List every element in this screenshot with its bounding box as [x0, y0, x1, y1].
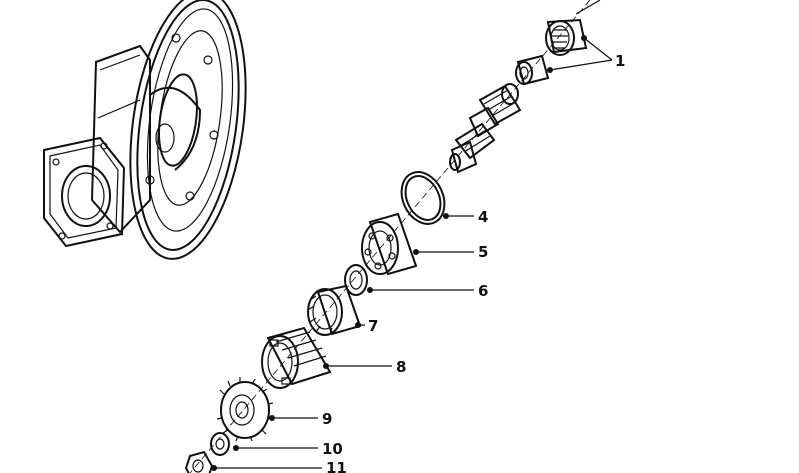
part-11-nut — [184, 450, 214, 473]
callout-label-11: 11 — [326, 459, 347, 473]
part-9-spur-gear — [216, 377, 274, 442]
callout-label-10: 10 — [322, 440, 343, 458]
callout-label-8: 8 — [396, 358, 406, 376]
part-6-spacer-washer — [344, 264, 368, 296]
part-8-threaded-ring — [261, 326, 332, 389]
callout-label-9: 9 — [322, 410, 332, 428]
part-1-bushing — [515, 54, 550, 86]
part-5-ball-bearing — [361, 212, 418, 276]
leader-lines — [211, 35, 613, 471]
callout-label-6: 6 — [478, 282, 488, 300]
callout-label-1: 1 — [615, 52, 625, 70]
callout-labels: 1 4 5 6 7 8 9 10 11 — [322, 52, 625, 473]
gearbox-housing — [43, 0, 247, 260]
part-4-o-ring — [400, 171, 446, 225]
callout-label-5: 5 — [478, 243, 488, 261]
callout-label-4: 4 — [478, 208, 488, 226]
assembly-axis — [189, 0, 591, 473]
callout-label-7: 7 — [368, 317, 378, 335]
pinion-shaft — [449, 83, 522, 174]
part-1-needle-bearing — [545, 0, 601, 56]
part-10-washer — [210, 432, 230, 456]
